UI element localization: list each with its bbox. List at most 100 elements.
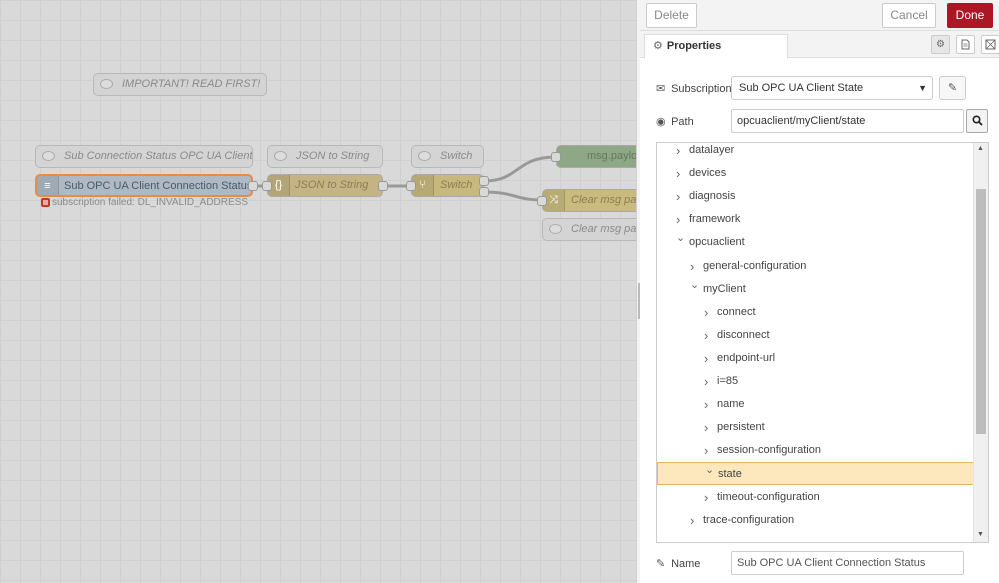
subscribe-node[interactable]: ≡ Sub OPC UA Client Connection Status [35, 174, 253, 197]
chevron-right-icon[interactable]: › [704, 420, 709, 436]
gear-icon: ⚙ [653, 40, 663, 52]
grip-icon [638, 283, 640, 319]
tree-scrollbar[interactable]: ▲ ▼ [973, 143, 988, 542]
tree-item-label: trace-configuration [703, 513, 795, 526]
comment-node-sub-status[interactable]: Sub Connection Status OPC UA Client [35, 145, 253, 168]
comment-node-clear[interactable]: Clear msg payload [542, 218, 636, 241]
tag-icon: ✎ [656, 558, 666, 570]
comment-node-important[interactable]: IMPORTANT! READ FIRST! [93, 73, 267, 96]
name-input[interactable]: Sub OPC UA Client Connection Status [731, 551, 964, 575]
chevron-right-icon[interactable]: › [704, 350, 709, 366]
scrollbar-thumb[interactable] [976, 189, 986, 434]
tree-item-label: diagnosis [689, 190, 736, 203]
json-node[interactable]: {} JSON to String [267, 174, 383, 197]
node-label: Switch [440, 150, 473, 162]
comment-icon [100, 79, 113, 89]
tab-label: Properties [666, 40, 722, 52]
delete-button[interactable]: Delete [646, 3, 697, 28]
json-node-output-port[interactable] [378, 181, 388, 191]
subscription-select[interactable]: Sub OPC UA Client State ▼ [731, 76, 933, 100]
chevron-down-icon[interactable]: ⌄ [690, 278, 700, 291]
tree-item[interactable]: › trace-configuration [657, 509, 974, 532]
comment-node-switch[interactable]: Switch [411, 145, 484, 168]
name-label: ✎ Name [656, 557, 700, 570]
datalayer-tree[interactable]: ›datalayer›devices›diagnosis›framework⌄o… [656, 142, 989, 543]
subscription-select-value: Sub OPC UA Client State [739, 82, 864, 94]
tree-item-label: state [718, 468, 742, 481]
tray-resize-handle[interactable] [636, 0, 640, 583]
chevron-right-icon[interactable]: › [704, 443, 709, 459]
comment-icon [274, 151, 287, 161]
tab-properties[interactable]: ⚙Properties [644, 34, 788, 59]
switch-node-input-port[interactable] [406, 181, 416, 191]
tree-item[interactable]: ›devices [657, 162, 974, 185]
tree-item-label: datalayer [689, 144, 735, 156]
done-button[interactable]: Done [947, 3, 993, 28]
globe-icon: ◉ [656, 116, 666, 128]
tree-item[interactable]: ⌄state [657, 462, 974, 486]
node-label: IMPORTANT! READ FIRST! [122, 78, 261, 90]
comment-icon [549, 224, 562, 234]
switch-node-output-port-2[interactable] [479, 187, 489, 197]
switch-node[interactable]: ⑂ Switch [411, 174, 484, 197]
tray-toolbar: Delete Cancel Done [640, 0, 999, 31]
tree-item[interactable]: ›framework [657, 208, 974, 231]
flow-canvas[interactable]: IMPORTANT! READ FIRST! Sub Connection St… [0, 0, 636, 583]
subscribe-node-output-port[interactable] [248, 181, 258, 191]
chevron-down-icon[interactable]: ⌄ [705, 464, 715, 477]
comment-node-json[interactable]: JSON to String [267, 145, 383, 168]
chevron-right-icon[interactable]: › [676, 166, 681, 182]
tree-item[interactable]: › i=85 [657, 370, 974, 393]
envelope-icon: ✉ [656, 83, 666, 95]
wire-switch-to-debug [483, 155, 557, 183]
chevron-right-icon[interactable]: › [704, 304, 709, 320]
tree-item[interactable]: ›general-configuration [657, 255, 974, 278]
tree-item[interactable]: ›endpoint-url [657, 347, 974, 370]
chevron-right-icon[interactable]: › [704, 327, 709, 343]
chevron-right-icon[interactable]: › [704, 397, 709, 413]
tree-item[interactable]: › datalayer [657, 143, 974, 162]
name-label-text: Name [671, 558, 701, 570]
path-input[interactable]: opcuaclient/myClient/state [731, 109, 964, 133]
browse-path-button[interactable] [966, 109, 988, 133]
tree-item[interactable]: › diagnosis [657, 185, 974, 208]
node-status-text: subscription failed: DL_INVALID_ADDRESS [52, 197, 249, 208]
tree-item[interactable]: ›connect [657, 301, 974, 324]
tree-item[interactable]: › session-configuration [657, 439, 974, 462]
debug-node[interactable]: msg.payload [556, 145, 636, 168]
scroll-down-icon[interactable]: ▼ [977, 531, 984, 538]
chevron-right-icon[interactable]: › [704, 374, 709, 389]
change-node-input-port[interactable] [537, 196, 547, 206]
node-label: Switch [440, 179, 473, 191]
debug-node-input-port[interactable] [551, 152, 561, 162]
json-node-input-port[interactable] [262, 181, 272, 191]
change-node[interactable]: ⤨ Clear msg payload [542, 189, 636, 212]
tree-item-label: i=85 [717, 375, 739, 387]
tree-item[interactable]: › name [657, 393, 974, 416]
chevron-right-icon[interactable]: › [704, 489, 709, 505]
chevron-right-icon[interactable]: › [676, 189, 681, 205]
tree-item[interactable]: ⌄myClient [657, 278, 974, 301]
tree-item[interactable]: ›disconnect [657, 324, 974, 347]
description-tab-file-icon[interactable] [956, 35, 975, 54]
chevron-down-icon[interactable]: ⌄ [676, 232, 686, 245]
chevron-right-icon[interactable]: › [676, 143, 681, 158]
tree-item-label: name [717, 398, 745, 411]
pencil-icon: ✎ [947, 82, 958, 94]
edit-subscription-button[interactable]: ✎ [939, 76, 966, 100]
chevron-right-icon[interactable]: › [690, 258, 695, 274]
path-label: ◉ Path [656, 115, 694, 128]
tree-item-label: session-configuration [717, 444, 821, 457]
cancel-button[interactable]: Cancel [882, 3, 936, 28]
settings-tab-gear-icon[interactable]: ⚙ [931, 35, 950, 54]
search-icon [971, 115, 983, 126]
tree-item[interactable]: ›timeout-configuration [657, 486, 974, 509]
chevron-right-icon[interactable]: › [676, 212, 681, 228]
switch-node-output-port-1[interactable] [479, 176, 489, 186]
appearance-tab-layout-icon[interactable] [981, 35, 999, 54]
status-error-icon [41, 198, 50, 207]
tree-item[interactable]: ›persistent [657, 416, 974, 439]
tree-item[interactable]: ⌄opcuaclient [657, 231, 974, 254]
chevron-right-icon[interactable]: › [690, 512, 695, 528]
scroll-up-icon[interactable]: ▲ [977, 145, 984, 152]
